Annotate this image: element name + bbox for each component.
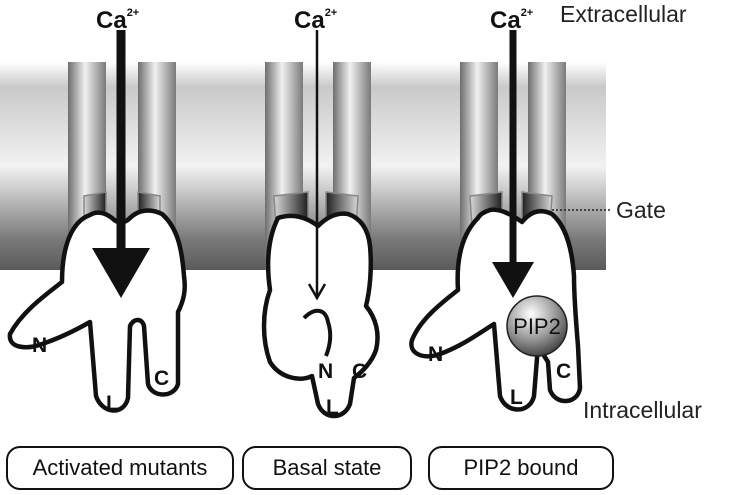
domain-n-label: N xyxy=(428,343,443,366)
caption-text: Activated mutants xyxy=(32,455,208,480)
domain-n-label: N xyxy=(32,334,47,357)
domain-c-label: C xyxy=(556,360,571,383)
caption-activated-mutants: Activated mutants xyxy=(6,446,234,490)
domain-c-label: C xyxy=(352,360,367,383)
ion-arrow-head xyxy=(492,262,534,298)
domain-l-label: L xyxy=(510,386,523,409)
ion-arrow-head xyxy=(92,248,150,298)
pip2-sphere xyxy=(506,295,568,357)
panel-pip2-bound: PIP2 Ca2+ N L C xyxy=(409,7,583,412)
domain-l-label: L xyxy=(106,392,119,415)
domain-l-label: L xyxy=(326,396,339,419)
ion-label: Ca2+ xyxy=(96,7,139,34)
panel-activated-mutants: Ca2+ N L C xyxy=(7,7,187,415)
ion-label: Ca2+ xyxy=(490,7,533,34)
gate-label: Gate xyxy=(616,197,666,223)
panel-basal-state: Ca2+ N L C xyxy=(261,7,380,419)
hand-body xyxy=(409,207,583,412)
caption-pip2-bound: PIP2 bound xyxy=(428,446,614,490)
domain-c-label: C xyxy=(154,367,169,390)
hand-body xyxy=(261,211,380,419)
finger-crease xyxy=(302,308,333,357)
intracellular-label: Intracellular xyxy=(583,397,702,423)
ion-label: Ca2+ xyxy=(294,7,337,34)
ion-arrow-head xyxy=(307,283,327,301)
caption-text: Basal state xyxy=(272,455,382,480)
caption-basal-state: Basal state xyxy=(242,446,412,490)
pip2-label: PIP2 xyxy=(513,314,561,339)
extracellular-label: Extracellular xyxy=(560,1,687,27)
domain-n-label: N xyxy=(318,360,333,383)
caption-text: PIP2 bound xyxy=(463,455,579,480)
